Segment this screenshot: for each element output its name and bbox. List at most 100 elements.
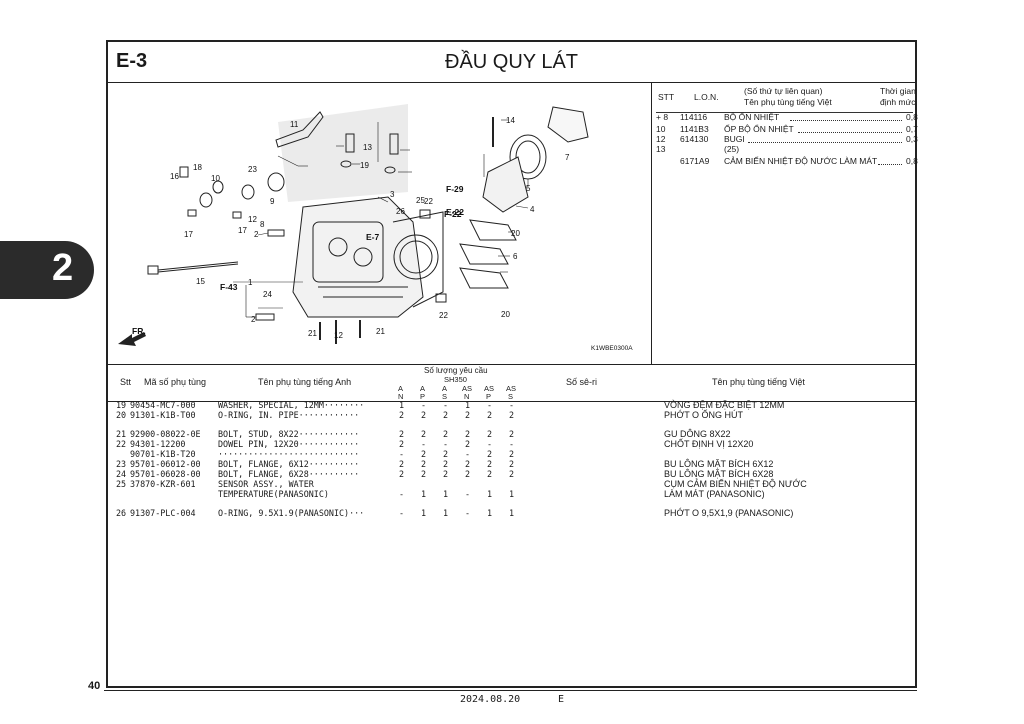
row-name-vn: GU DÔNG 8X22 xyxy=(664,429,731,439)
related-lon: 1141B3 xyxy=(680,124,709,134)
callout-12a: 12 xyxy=(334,331,343,340)
callout-7: 7 xyxy=(565,153,570,162)
ref-f22: F-22 xyxy=(444,209,462,219)
row-qty: 1 xyxy=(443,508,449,518)
row-qty: 2 xyxy=(465,429,471,439)
row-qty: 2 xyxy=(421,449,427,459)
row-qty: 2 xyxy=(465,459,471,469)
insulator xyxy=(482,134,547,213)
row-part-no: 92900-08022-0E xyxy=(130,429,201,439)
row-qty: 1 xyxy=(421,489,427,499)
row-qty: 2 xyxy=(421,469,427,479)
section-code: E-3 xyxy=(116,50,148,72)
row-part-no: 94301-12200 xyxy=(130,439,186,449)
related-row: 6171A9 CẢM BIẾN NHIỆT ĐỘ NƯỚC LÀM MÁT 0,… xyxy=(652,156,918,167)
page-header: E-3 ĐẦU QUY LÁT xyxy=(108,42,915,83)
row-qty: - xyxy=(421,439,427,449)
leader-lines xyxy=(233,119,529,318)
col-name-en: Tên phụ tùng tiếng Anh xyxy=(258,377,352,387)
related-name: BUGI xyxy=(724,134,745,144)
related-col-name-1: (Số thứ tự liên quan) xyxy=(744,86,823,96)
row-qty: 2 xyxy=(443,469,449,479)
row-name-en: TEMPERATURE(PANASONIC) xyxy=(218,489,329,499)
row-qty: 2 xyxy=(443,449,449,459)
row-qty: 2 xyxy=(509,449,515,459)
row-qty: 1 xyxy=(421,508,427,518)
ref-e7: E-7 xyxy=(366,232,380,242)
variant-bottom: S xyxy=(508,392,514,401)
parts-table-header: Stt Mã số phụ tùng Tên phụ tùng tiếng An… xyxy=(108,364,915,402)
row-qty: - xyxy=(465,489,471,499)
col-stt: Stt xyxy=(120,377,132,387)
row-part-no: 95701-06012-00 xyxy=(130,459,201,469)
callout-17b: 17 xyxy=(238,226,247,235)
related-lon: 614130 xyxy=(680,134,709,144)
col-name-vn: Tên phụ tùng tiếng Việt xyxy=(712,377,805,387)
variant-top: AS xyxy=(506,384,517,393)
row-qty: 2 xyxy=(421,429,427,439)
row-stt: 26 xyxy=(116,508,127,518)
row-stt: 22 xyxy=(116,439,127,449)
row-qty: 2 xyxy=(443,410,449,420)
row-qty: 2 xyxy=(399,429,405,439)
ref-e22: E-22 xyxy=(446,207,464,217)
related-stt: 12 xyxy=(656,134,666,144)
row-qty: 2 xyxy=(487,410,493,420)
section-tab-label: 2 xyxy=(52,247,74,289)
row-qty: - xyxy=(465,449,471,459)
related-row: + 8 114116 BỘ ỔN NHIỆT 0,8 xyxy=(652,112,918,123)
callout-16: 16 xyxy=(170,172,179,181)
col-part-no: Mã số phụ tùng xyxy=(144,377,207,387)
row-qty: 1 xyxy=(487,508,493,518)
row-qty: 2 xyxy=(487,459,493,469)
variant-top: A xyxy=(442,384,448,393)
front-label: FR. xyxy=(132,326,146,336)
callout-13: 13 xyxy=(363,143,372,152)
callout-12b: 12 xyxy=(248,215,257,224)
related-stt: 10 xyxy=(656,124,666,134)
row-qty: 2 xyxy=(399,469,405,479)
variant-top: AS xyxy=(462,384,473,393)
callout-9: 9 xyxy=(270,197,275,206)
row-qty: 1 xyxy=(443,489,449,499)
callout-21b: 21 xyxy=(376,327,385,336)
callout-6: 6 xyxy=(513,252,518,261)
related-row: 13 (25) xyxy=(652,144,917,155)
related-header-rule xyxy=(656,112,913,113)
row-part-no: 37870-KZR-601 xyxy=(130,479,196,489)
related-col-stt: STT xyxy=(658,92,675,102)
variant-top: A xyxy=(420,384,426,393)
related-name: BỘ ỔN NHIỆT xyxy=(724,112,780,122)
row-stt: 25 xyxy=(116,479,127,489)
related-time: 0,7 xyxy=(906,124,918,134)
variant-top: A xyxy=(398,384,404,393)
row-name-vn: CHỐT ĐỊNH VỊ 12X20 xyxy=(664,439,754,449)
ref-f29: F-29 xyxy=(446,184,464,194)
row-qty: 2 xyxy=(465,410,471,420)
row-qty: 2 xyxy=(509,459,515,469)
row-qty: 2 xyxy=(487,469,493,479)
row-name-en: SENSOR ASSY., WATER xyxy=(218,479,314,489)
temp-sensor xyxy=(340,133,399,174)
clamp xyxy=(547,106,589,143)
callout-17a: 17 xyxy=(184,230,193,239)
stud-upper xyxy=(267,229,285,237)
callout-25: 25 xyxy=(416,196,425,205)
related-row: 10 1141B3 ỐP BỘ ỔN NHIỆT 0,7 xyxy=(652,124,918,135)
row-qty: 2 xyxy=(443,459,449,469)
row-name-vn: PHỚT O ỐNG HÚT xyxy=(664,410,744,420)
row-part-no: 90454-MC7-000 xyxy=(130,400,196,410)
front-arrow-icon xyxy=(118,332,146,346)
variant-top: AS xyxy=(484,384,495,393)
col-model: SH350 xyxy=(444,375,467,384)
callout-2a: 2 xyxy=(254,230,259,239)
row-qty: - xyxy=(399,489,405,499)
related-stt: 13 xyxy=(656,144,666,154)
row-qty: 2 xyxy=(465,469,471,479)
related-lon: 114116 xyxy=(680,112,708,122)
